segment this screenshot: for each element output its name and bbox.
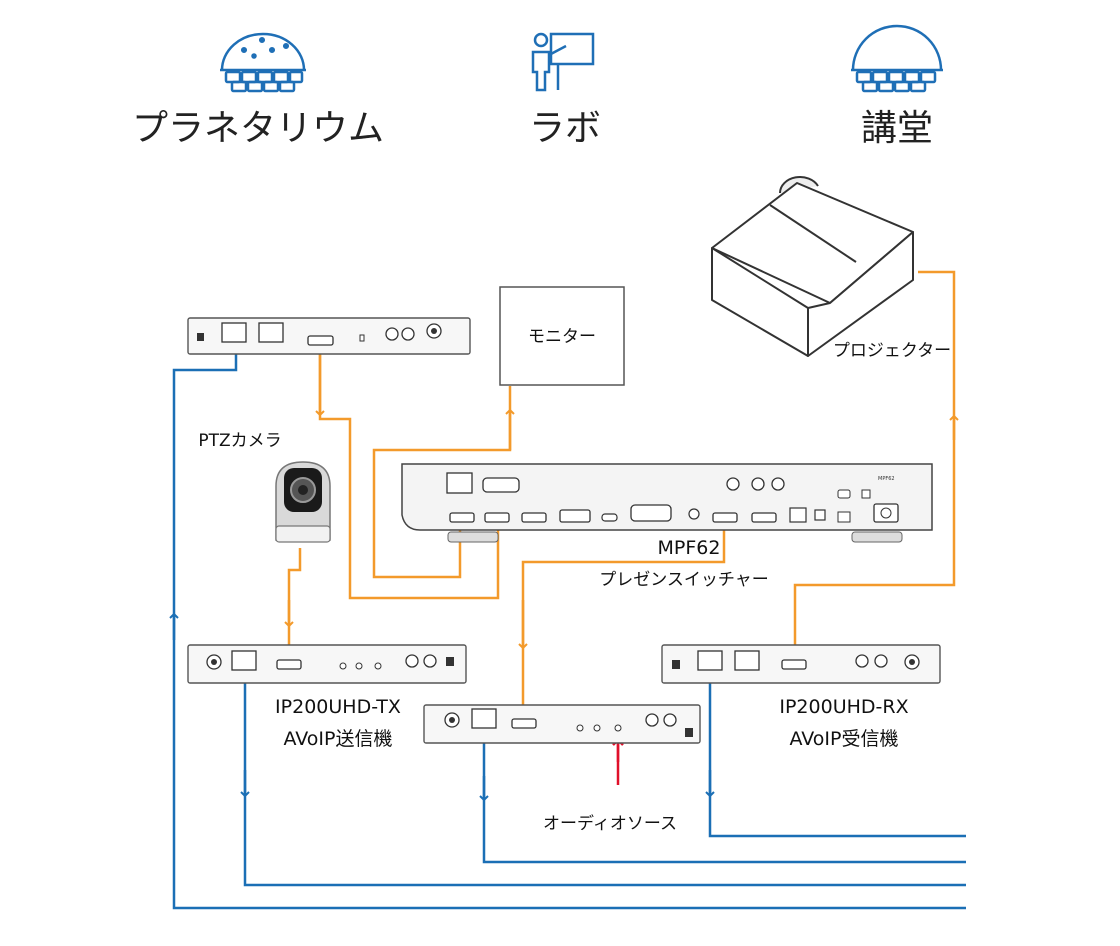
ip200uhd-tx-audio-unit [423, 704, 701, 744]
rx-top-network-link [172, 345, 966, 910]
tx-description: AVoIP送信機 [284, 728, 393, 750]
switcher-name: MPF62 [658, 537, 721, 559]
ptz-camera-label: PTZカメラ [198, 431, 281, 451]
hdmi-in-port [276, 659, 302, 670]
venue-label-auditorium: 講堂 [861, 108, 933, 149]
lan-port [471, 708, 497, 729]
projector [711, 175, 914, 357]
planetarium-dome-icon [220, 32, 306, 93]
hdmi-in-2 [484, 512, 510, 523]
hdmi-in-1 [449, 512, 475, 523]
tx-model: IP200UHD-TX [275, 696, 401, 718]
hdmi-out-2 [751, 512, 777, 523]
rx-model: IP200UHD-RX [779, 696, 908, 718]
lan-port [697, 650, 723, 671]
displayport-in [559, 509, 591, 523]
rx-network-link [708, 670, 966, 838]
projector-label: プロジェクター [833, 341, 951, 361]
venue-label-lab: ラボ [529, 108, 601, 149]
audio-source-label: オーディオソース [543, 813, 677, 834]
lan-port [221, 322, 247, 343]
video-links [284, 270, 959, 712]
rx-description: AVoIP受信機 [790, 728, 899, 750]
ip-port [446, 472, 473, 494]
usb-c-in [601, 513, 618, 522]
switcher-description: プレゼンスイッチャー [599, 570, 769, 590]
loop-port [734, 650, 760, 671]
vga-in [630, 504, 672, 522]
lan-port [231, 650, 257, 671]
monitor: モニター [499, 286, 625, 386]
mpf62-switcher-unit: MPF62 [401, 463, 933, 543]
presenter-board-icon [531, 32, 595, 92]
auditorium-dome-icon [851, 24, 943, 93]
ip200uhd-tx-unit [187, 644, 467, 684]
rx-to-projector-link [793, 270, 956, 652]
hdmi-out-1 [712, 512, 738, 523]
rs232-port [482, 477, 520, 493]
ip200uhd-rx-unit [661, 644, 941, 684]
network-links [169, 345, 966, 910]
ptz-camera [275, 461, 331, 543]
loop-port [258, 322, 284, 343]
hdmi-in-port [511, 718, 537, 729]
camera-to-tx-link [287, 548, 302, 650]
hdmi-in-3 [521, 512, 547, 523]
monitor-label: モニター [528, 327, 596, 347]
ip200uhd-rx-top-unit [187, 317, 471, 355]
hdmi-out-port [781, 659, 807, 670]
tx2-network-link [482, 725, 966, 864]
hdmi-out-port [307, 335, 334, 346]
venue-label-planetarium: プラネタリウム [132, 108, 384, 149]
tx-network-link [243, 670, 966, 887]
switcher-panel-badge: MPF62 [878, 476, 895, 482]
monitor-screen [499, 286, 625, 386]
